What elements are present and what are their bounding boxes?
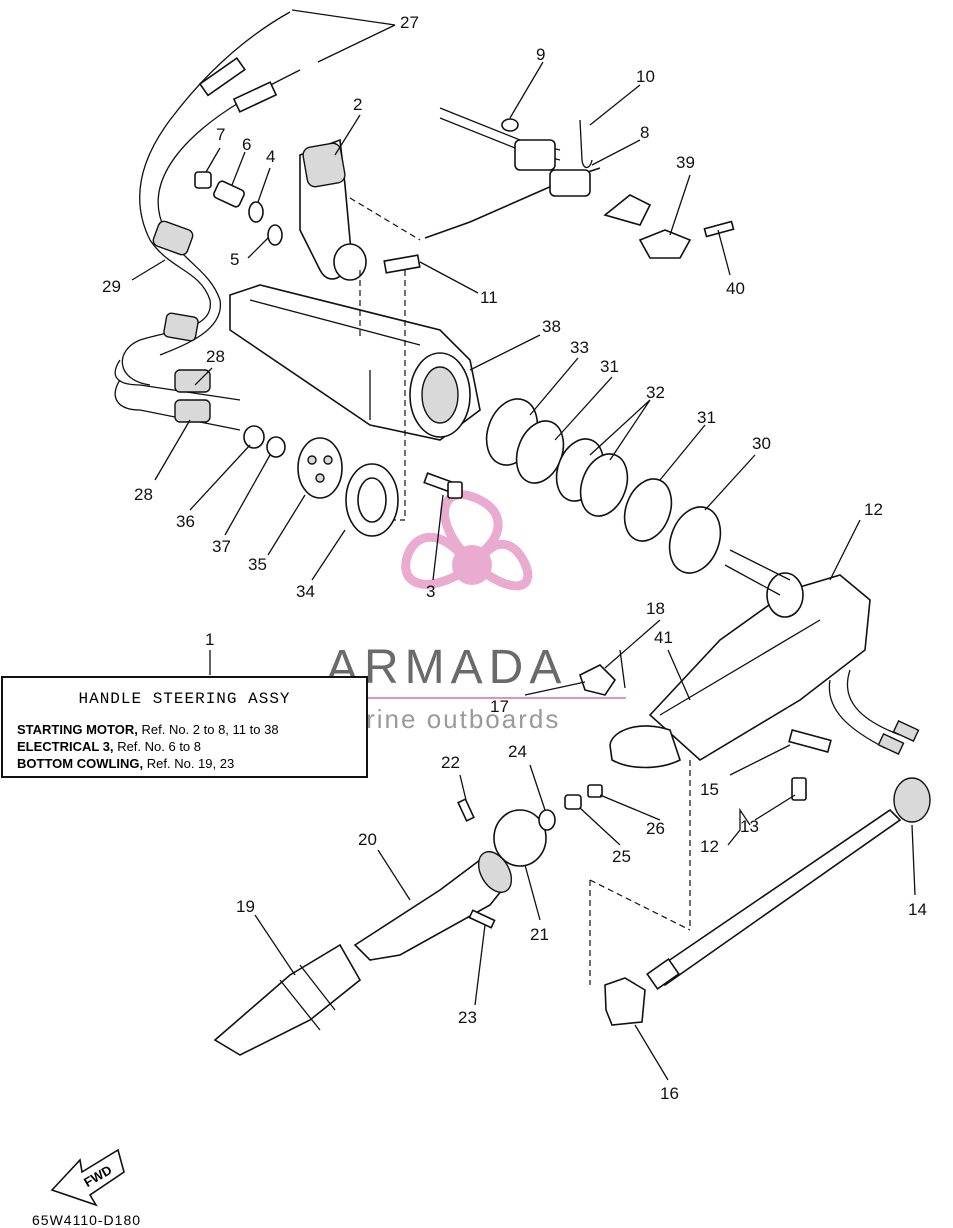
callout-31: 31 <box>600 357 619 376</box>
callout-27: 27 <box>400 13 419 32</box>
callout-19: 19 <box>236 897 255 916</box>
callout-12: 12 <box>700 837 719 856</box>
callout-33: 33 <box>570 338 589 357</box>
figure-code: 65W4110-D180 <box>32 1212 142 1228</box>
callout-21: 21 <box>530 925 549 944</box>
callout-13: 13 <box>740 817 759 836</box>
throttle-tube-20 <box>353 851 513 961</box>
washer-4 <box>248 201 264 223</box>
callout-22: 22 <box>441 753 460 772</box>
washer-5 <box>267 224 283 246</box>
reference-row: STARTING MOTOR, Ref. No. 2 to 8, 11 to 3… <box>17 722 279 737</box>
handle-bracket-38 <box>229 284 481 441</box>
pin-26 <box>587 784 603 798</box>
callout-2: 2 <box>353 95 362 114</box>
washer-9 <box>501 118 519 132</box>
collar-upper <box>603 194 652 226</box>
washer-32b <box>579 453 629 517</box>
plate-15 <box>788 729 832 753</box>
reference-row-value: Ref. No. 19, 23 <box>146 756 235 771</box>
callout-25: 25 <box>612 847 631 866</box>
shaft-end-41 <box>609 725 681 769</box>
callout-36: 36 <box>176 512 195 531</box>
steering-bracket-12 <box>648 549 920 761</box>
callout-29: 29 <box>102 277 121 296</box>
reference-row: BOTTOM COWLING, Ref. No. 19, 23 <box>17 756 234 771</box>
callout-17: 17 <box>490 697 509 716</box>
callout-7: 7 <box>216 125 225 144</box>
callout-24: 24 <box>508 742 527 761</box>
callout-35: 35 <box>248 555 267 574</box>
grommet-35 <box>297 437 343 499</box>
switch-17 <box>579 664 617 696</box>
clip-10 <box>579 119 593 169</box>
handle-grip-19 <box>213 943 362 1056</box>
pin-40 <box>703 220 735 238</box>
callout-26: 26 <box>646 819 665 838</box>
reference-row-value: Ref. No. 2 to 8, 11 to 38 <box>141 722 279 737</box>
callout-28: 28 <box>134 485 153 504</box>
fwd-arrow-icon: FWD <box>50 1148 125 1207</box>
bolt-3 <box>423 472 463 499</box>
callout-41: 41 <box>654 628 673 647</box>
callout-14: 14 <box>908 900 927 919</box>
callout-1: 1 <box>205 630 214 649</box>
callout-28: 28 <box>206 347 225 366</box>
callout-3: 3 <box>426 582 435 601</box>
reference-row: ELECTRICAL 3, Ref. No. 6 to 8 <box>17 739 201 754</box>
leader-lines <box>131 9 916 1081</box>
callout-6: 6 <box>242 135 251 154</box>
reference-row-value: Ref. No. 6 to 8 <box>117 739 202 754</box>
screw-13 <box>791 777 807 801</box>
watermark-propeller-icon <box>401 490 533 591</box>
callout-11: 11 <box>480 288 498 307</box>
pin-18 <box>619 649 626 689</box>
nut-36 <box>243 425 265 449</box>
bushing-6 <box>213 180 245 208</box>
watermark-divider <box>326 697 626 699</box>
nut-37 <box>266 436 286 458</box>
callout-40: 40 <box>726 279 745 298</box>
callout-4: 4 <box>266 147 275 166</box>
cable-28 <box>114 359 241 431</box>
callout-15: 15 <box>700 780 719 799</box>
callout-18: 18 <box>646 599 665 618</box>
callout-38: 38 <box>542 317 561 336</box>
callout-8: 8 <box>640 123 649 142</box>
callout-37: 37 <box>212 537 231 556</box>
callout-34: 34 <box>296 582 315 601</box>
reference-box: HANDLE STEERING ASSY STARTING MOTOR, Ref… <box>1 676 368 778</box>
reference-title: HANDLE STEERING ASSY <box>78 690 291 708</box>
collar-21 <box>493 809 547 867</box>
callout-39: 39 <box>676 153 695 172</box>
reference-row-label: ELECTRICAL 3, <box>17 739 114 754</box>
lever-2 <box>299 138 367 281</box>
callout-31: 31 <box>697 408 716 427</box>
callout-9: 9 <box>536 45 545 64</box>
spring-25 <box>564 794 582 810</box>
callout-20: 20 <box>358 830 377 849</box>
callout-12: 12 <box>864 500 883 519</box>
callout-30: 30 <box>752 434 771 453</box>
callout-16: 16 <box>660 1084 679 1103</box>
throttle-shaft-14 <box>646 777 931 990</box>
nut-7 <box>194 171 212 189</box>
screw-22 <box>457 798 475 822</box>
callout-32: 32 <box>646 383 665 402</box>
reference-row-label: STARTING MOTOR, <box>17 722 138 737</box>
reference-row-label: BOTTOM COWLING, <box>17 756 144 771</box>
washer-24 <box>538 809 556 831</box>
callout-23: 23 <box>458 1008 477 1027</box>
callout-10: 10 <box>636 67 655 86</box>
clip-16 <box>604 977 646 1026</box>
screw-23 <box>468 909 496 929</box>
link-rod-8 <box>424 107 601 239</box>
holder-39 <box>638 229 692 259</box>
label-11 <box>383 254 421 274</box>
callout-5: 5 <box>230 250 239 269</box>
washer-31b <box>623 478 673 542</box>
cable-assembly-29 <box>121 11 301 386</box>
